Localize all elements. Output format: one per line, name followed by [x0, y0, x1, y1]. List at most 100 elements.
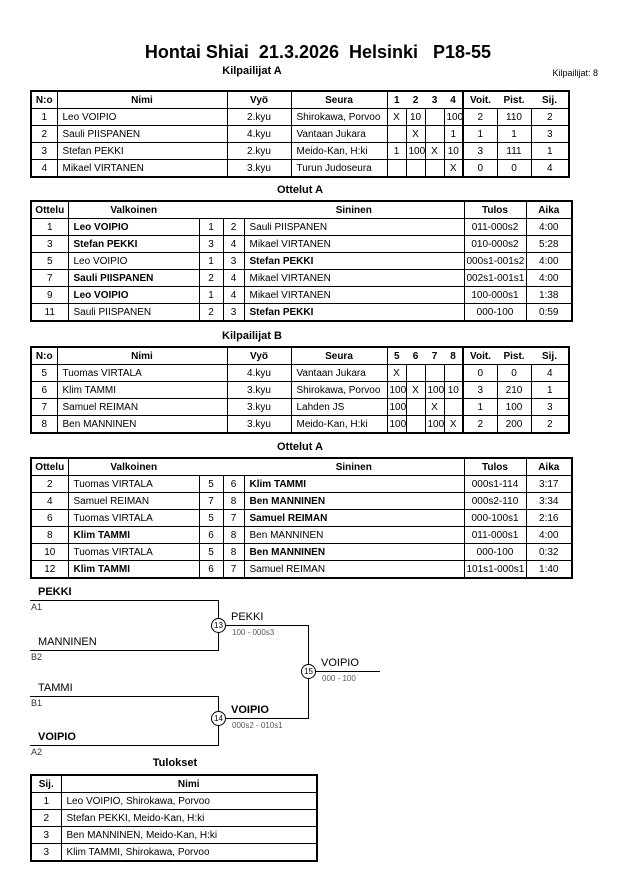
cell-r2	[405, 398, 426, 416]
cell-blue-name: Ben MANNINEN	[243, 526, 465, 544]
bracket-slot-name: MANNINEN	[38, 636, 97, 648]
cell-r2	[405, 159, 426, 178]
cell-wins: 0	[462, 364, 498, 382]
cell-no: 6	[30, 381, 58, 399]
pool-a-table: N:o Nimi Vyö Seura 1 2 3 4 Voit. Pist. S…	[30, 90, 570, 178]
cell-blue-no: 3	[222, 303, 245, 322]
cell-wins: 3	[462, 142, 498, 160]
col-header-name: Nimi	[56, 90, 228, 109]
bracket-line	[30, 650, 219, 651]
cell-white-name: Tuomas VIRTALA	[67, 509, 200, 527]
col-header-r4: 8	[444, 346, 464, 365]
cell-club: Shirokawa, Porvoo	[290, 381, 388, 399]
bracket-slot-name: PEKKI	[38, 586, 72, 598]
cell-time: 1:40	[525, 560, 573, 579]
cell-blue-name: Mikael VIRTANEN	[243, 269, 465, 287]
cell-belt: 4.kyu	[226, 364, 292, 382]
cell-white-no: 1	[198, 218, 224, 236]
cell-no: 5	[30, 364, 58, 382]
cell-r4: 10	[443, 381, 464, 399]
cell-white-no: 5	[198, 509, 224, 527]
cell-r4: 1	[443, 125, 464, 143]
match-row: 2 Tuomas VIRTALA 5 6 Klim TAMMI 000s1-11…	[30, 475, 573, 493]
match-row: 11 Sauli PIISPANEN 2 3 Stefan PEKKI 000-…	[30, 303, 573, 322]
cell-r1: X	[386, 108, 407, 126]
cell-match-no: 2	[30, 475, 69, 493]
cell-points: 111	[496, 142, 532, 160]
bracket-line	[30, 600, 219, 601]
bracket-line	[30, 696, 219, 697]
bracket-line	[218, 718, 309, 719]
cell-name: Stefan PEKKI, Meido-Kan, H:ki	[60, 809, 318, 827]
cell-club: Lahden JS	[290, 398, 388, 416]
competitors-count: Kilpailijat: 8	[552, 68, 598, 78]
cell-blue-no: 6	[222, 475, 245, 493]
col-header-result: Tulos	[463, 457, 527, 476]
cell-white-no: 6	[198, 526, 224, 544]
cell-time: 4:00	[525, 218, 573, 236]
cell-wins: 1	[462, 125, 498, 143]
cell-match-no: 3	[30, 235, 69, 253]
cell-match-no: 7	[30, 269, 69, 287]
cell-blue-no: 8	[222, 526, 245, 544]
cell-result: 011-000s2	[463, 218, 527, 236]
cell-name: Ben MANNINEN, Meido-Kan, H:ki	[60, 826, 318, 844]
cell-no: 4	[30, 159, 58, 178]
cell-blue-name: Samuel REIMAN	[243, 560, 465, 579]
cell-r2: 100	[405, 142, 426, 160]
cell-belt: 3.kyu	[226, 398, 292, 416]
col-header-place: Sij.	[30, 774, 62, 793]
cell-belt: 3.kyu	[226, 159, 292, 178]
cell-blue-no: 7	[222, 509, 245, 527]
col-header-r1: 1	[386, 90, 406, 109]
cell-r4: 10	[443, 142, 464, 160]
cell-result: 000-100	[463, 543, 527, 561]
cell-time: 0:59	[525, 303, 573, 322]
cell-white-no: 3	[198, 235, 224, 253]
cell-place: 3	[530, 398, 570, 416]
cell-wins: 1	[462, 398, 498, 416]
cell-time: 3:17	[525, 475, 573, 493]
cell-blue-name: Mikael VIRTANEN	[243, 235, 465, 253]
cell-r3	[424, 364, 445, 382]
matches-a-table: Ottelu Valkoinen Sininen Tulos Aika 1 Le…	[30, 200, 573, 322]
match-row: 9 Leo VOIPIO 1 4 Mikael VIRTANEN 100-000…	[30, 286, 573, 304]
cell-club: Meido-Kan, H:ki	[290, 142, 388, 160]
col-header-name: Nimi	[56, 346, 228, 365]
col-header-r4: 4	[444, 90, 464, 109]
cell-wins: 0	[462, 159, 498, 178]
col-header-match: Ottelu	[30, 457, 69, 476]
cell-white-name: Sauli PIISPANEN	[67, 303, 200, 322]
cell-blue-name: Ben MANNINEN	[243, 543, 465, 561]
result-row: 3 Ben MANNINEN, Meido-Kan, H:ki	[30, 826, 318, 844]
cell-points: 210	[496, 381, 532, 399]
bracket-winner-name: PEKKI	[231, 611, 264, 623]
cell-result: 000s1-001s2	[463, 252, 527, 270]
cell-white-name: Leo VOIPIO	[67, 286, 200, 304]
bracket-slot-seed: B2	[31, 652, 43, 662]
bracket-slot-name: TAMMI	[38, 682, 73, 694]
cell-white-no: 2	[198, 303, 224, 322]
col-header-no: N:o	[30, 346, 58, 365]
cell-white-no: 7	[198, 492, 224, 510]
cell-blue-no: 3	[222, 252, 245, 270]
cell-white-no: 1	[198, 252, 224, 270]
bracket-slot-name: VOIPIO	[38, 731, 76, 743]
cell-white-name: Klim TAMMI	[67, 560, 200, 579]
cell-blue-no: 8	[222, 492, 245, 510]
col-header-place: Sij.	[531, 90, 570, 109]
cell-belt: 2.kyu	[226, 142, 292, 160]
cell-white-no: 2	[198, 269, 224, 287]
competitor-row: 7 Samuel REIMAN 3.kyu Lahden JS 100 X 1 …	[30, 398, 570, 416]
cell-white-no: 6	[198, 560, 224, 579]
cell-blue-name: Stefan PEKKI	[243, 303, 465, 322]
pool-b-table: N:o Nimi Vyö Seura 5 6 7 8 Voit. Pist. S…	[30, 346, 570, 434]
cell-blue-name: Stefan PEKKI	[243, 252, 465, 270]
match-row: 8 Klim TAMMI 6 8 Ben MANNINEN 011-000s1 …	[30, 526, 573, 544]
bracket-line	[30, 745, 219, 746]
cell-blue-no: 4	[222, 235, 245, 253]
col-header-spacer	[223, 457, 244, 476]
cell-white-no: 1	[198, 286, 224, 304]
cell-white-name: Samuel REIMAN	[67, 492, 200, 510]
